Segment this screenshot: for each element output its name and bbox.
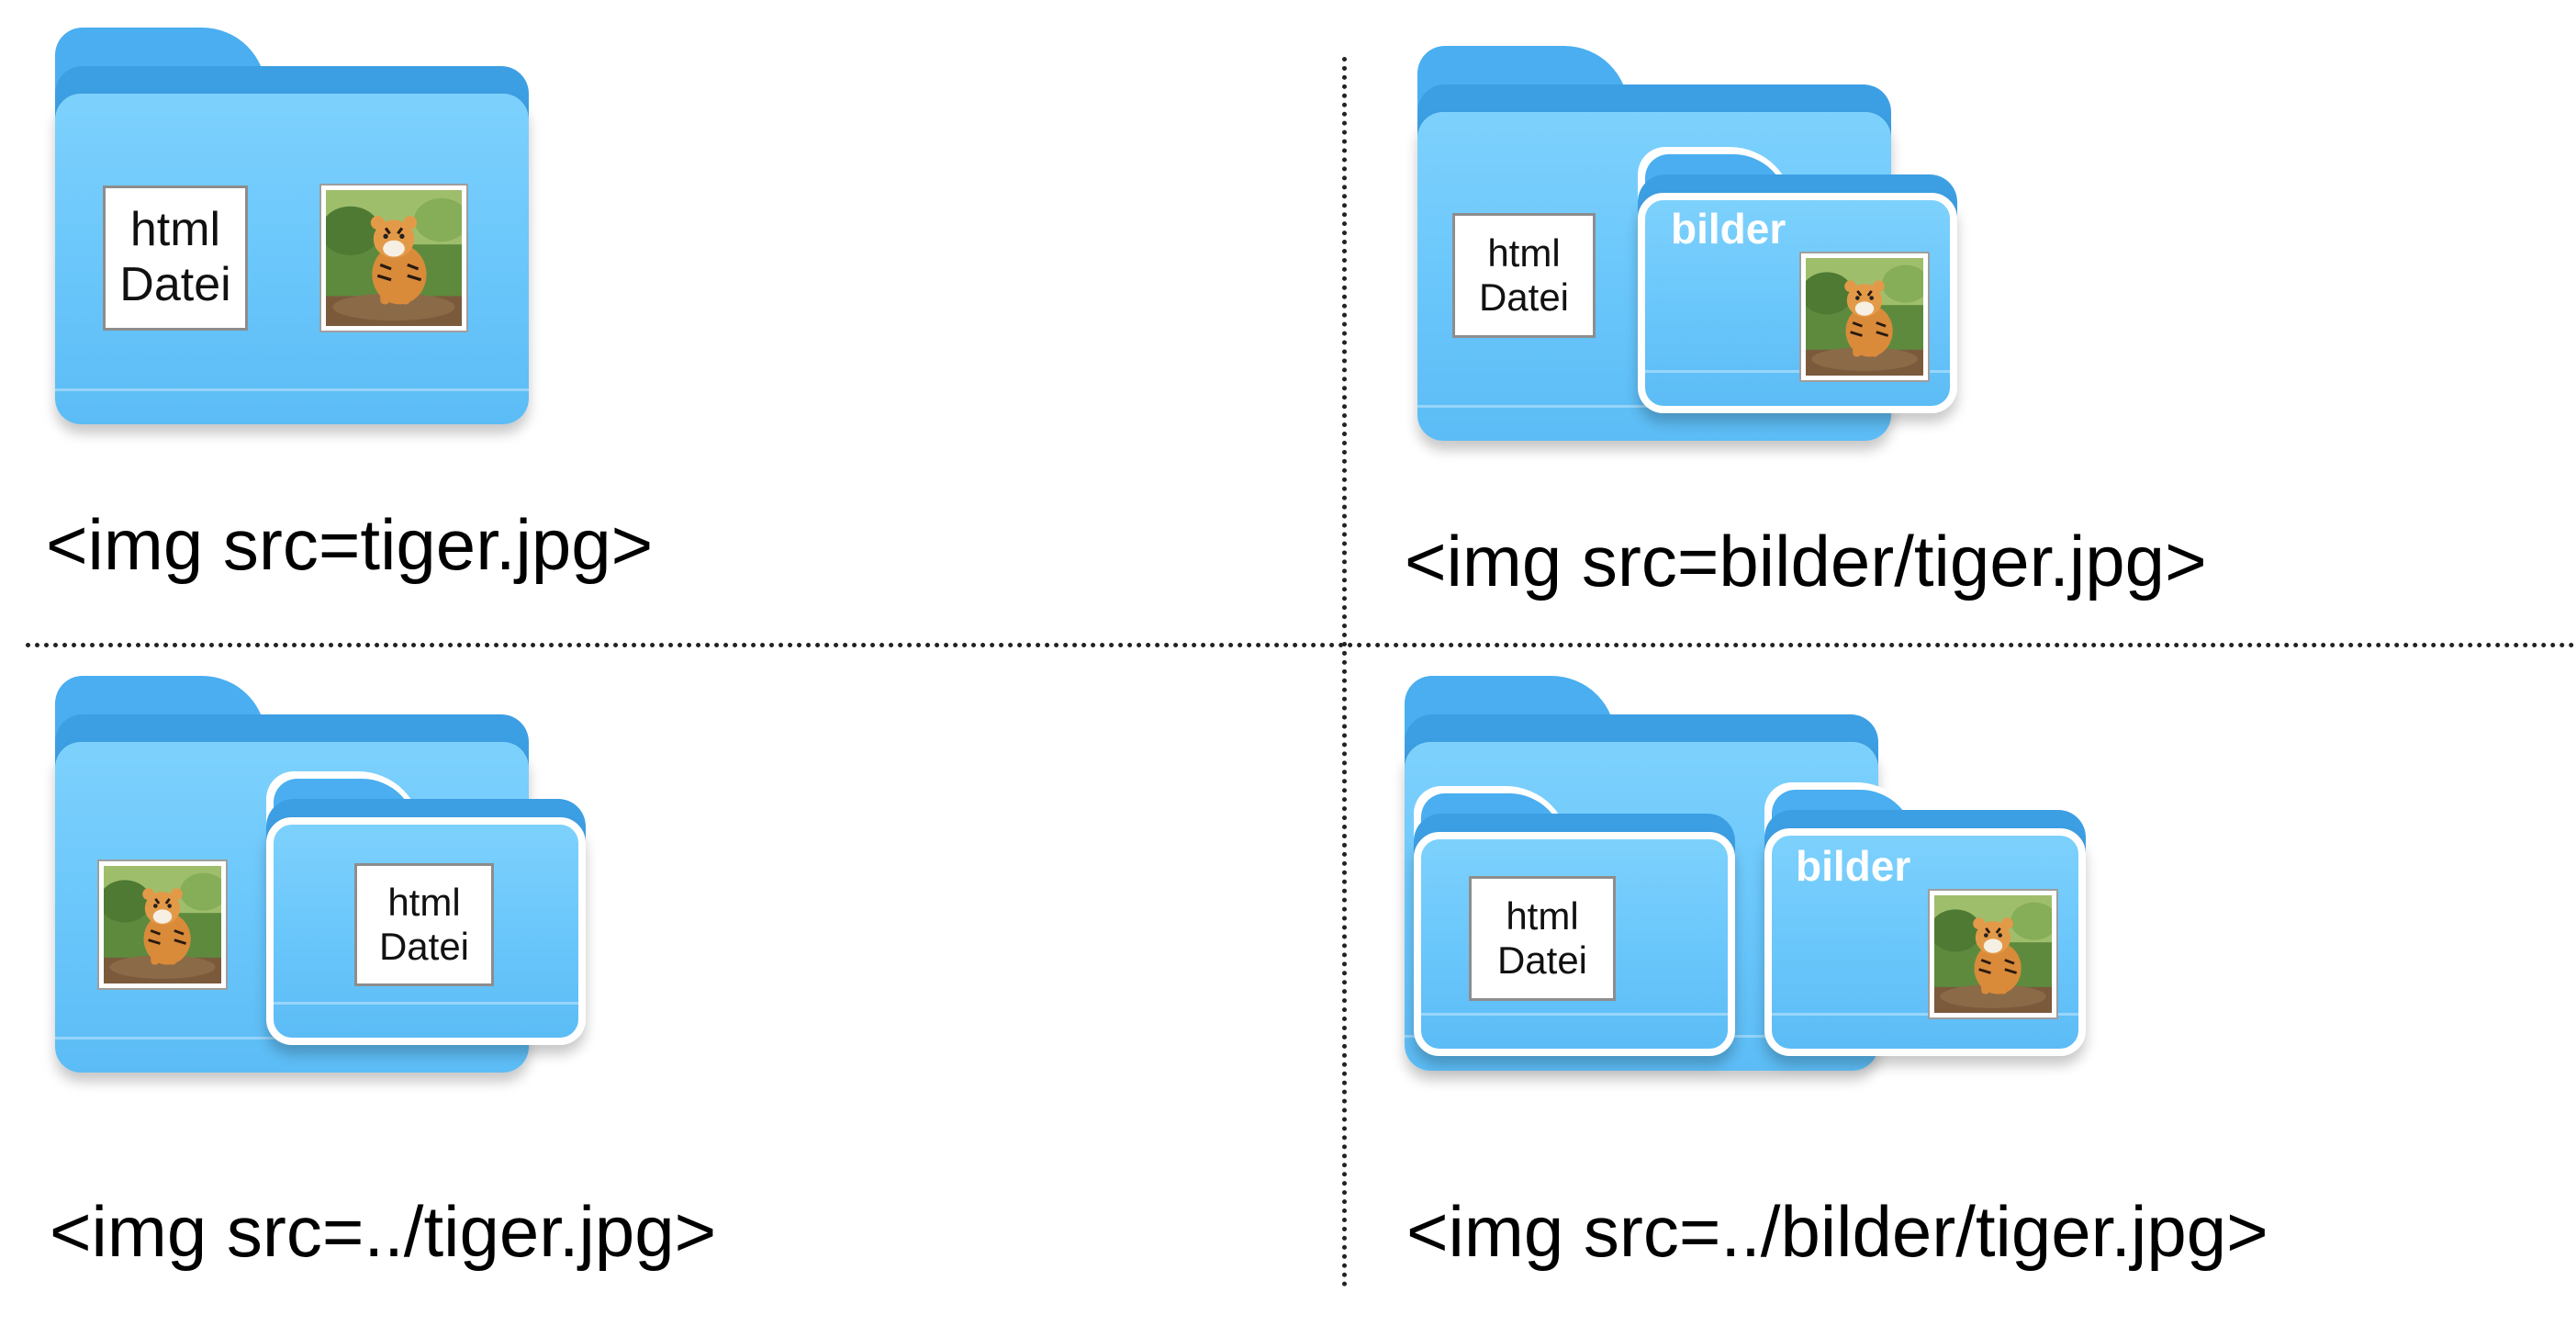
tiger-photo-icon (1930, 891, 2056, 1017)
img-tag-code-top-left: <img src=tiger.jpg> (46, 504, 654, 585)
html-file-icon: html Datei (1452, 213, 1596, 338)
tiger-photo-icon (1801, 253, 1928, 380)
html-file-label-line2: Datei (119, 258, 231, 311)
horizontal-divider (26, 643, 2576, 647)
img-tag-code-bottom-right: <img src=../bilder/tiger.jpg> (1406, 1191, 2268, 1272)
html-file-label-line2: Datei (378, 925, 470, 968)
img-tag-code-top-right: <img src=bilder/tiger.jpg> (1405, 521, 2207, 601)
tiger-photo-icon (99, 861, 226, 988)
folder-icon (1414, 786, 1735, 1056)
bilder-folder-label: bilder (1671, 205, 1786, 253)
img-tag-code-bottom-left: <img src=../tiger.jpg> (50, 1191, 717, 1272)
html-file-label-line2: Datei (1478, 275, 1570, 319)
html-file-label-line1: html (129, 203, 221, 257)
html-file-icon: html Datei (1469, 876, 1616, 1001)
html-file-icon: html Datei (354, 863, 494, 986)
html-file-label-line2: Datei (1496, 938, 1588, 982)
vertical-divider (1342, 57, 1347, 1287)
html-file-label-line1: html (387, 880, 461, 924)
bilder-folder-label: bilder (1796, 842, 1911, 890)
tiger-photo-icon (321, 185, 466, 331)
html-file-label-line1: html (1487, 230, 1561, 275)
html-file-label-line1: html (1506, 893, 1579, 938)
html-file-icon: html Datei (103, 185, 248, 331)
